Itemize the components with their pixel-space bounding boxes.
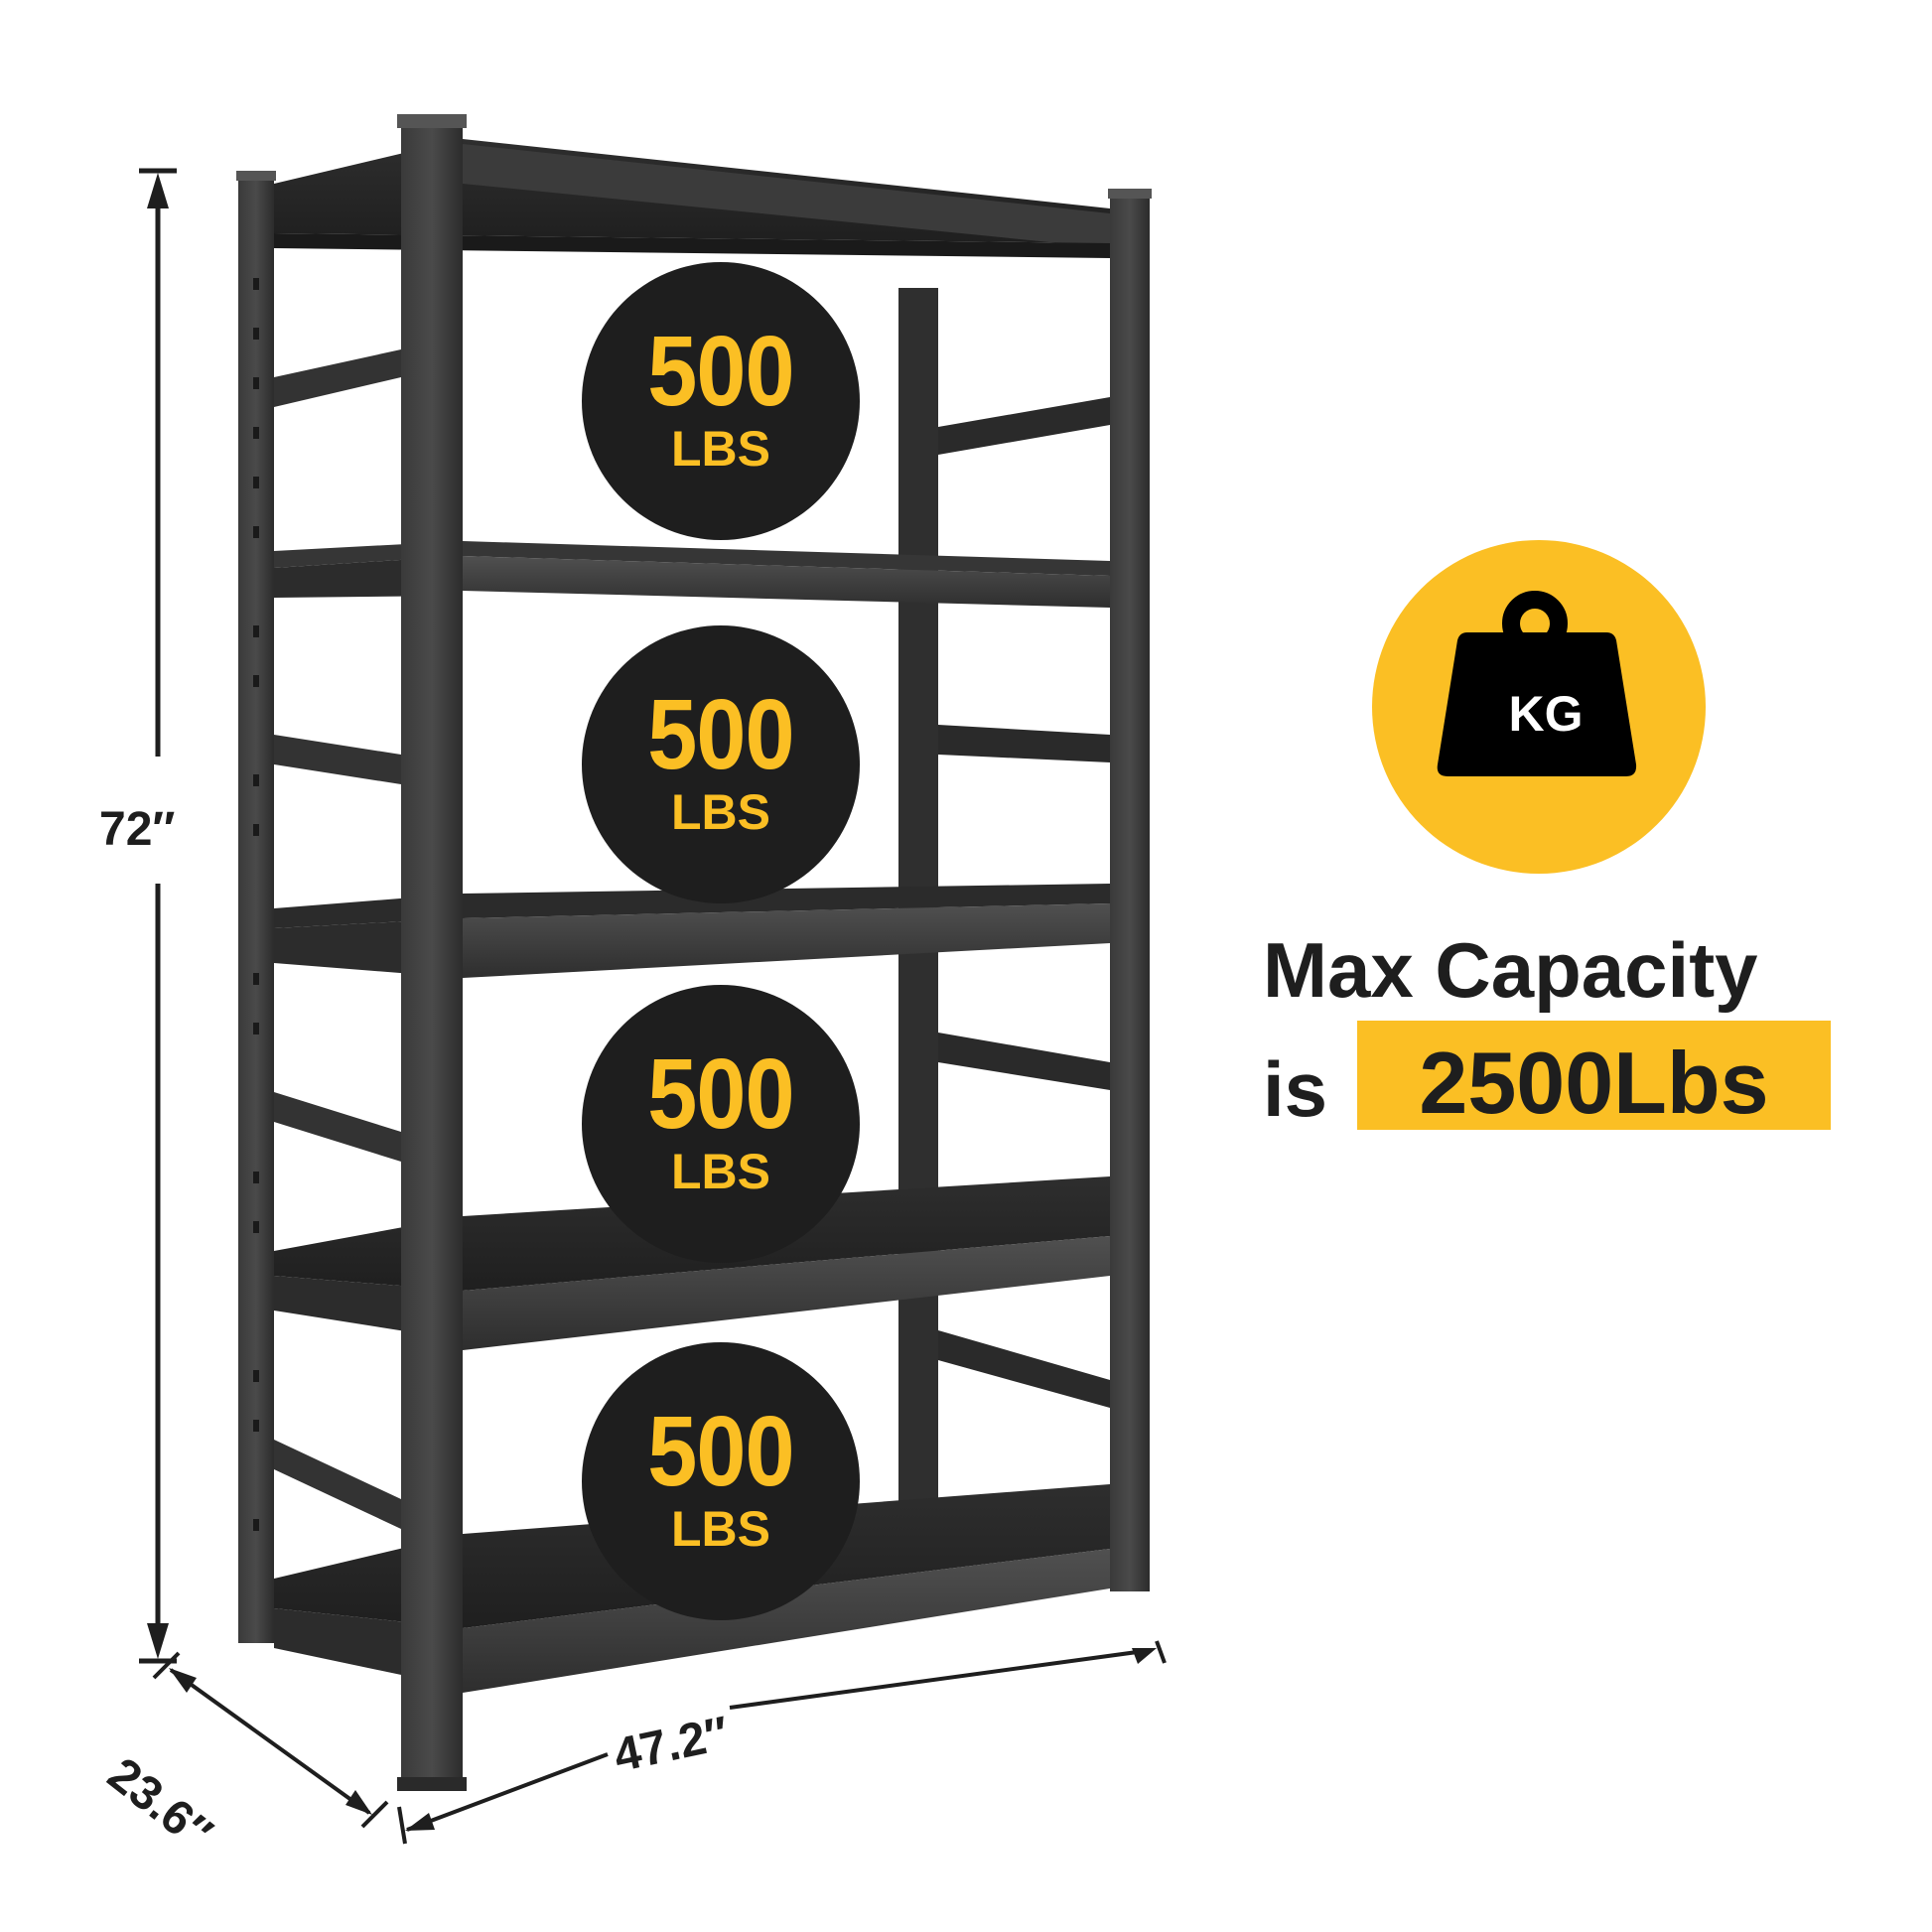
badge-value: 500 [647, 679, 794, 790]
max-capacity-prefix: is [1263, 1045, 1328, 1133]
max-capacity-value: 2500Lbs [1419, 1034, 1769, 1132]
shelf-capacity-badge: 500 LBS [582, 262, 860, 540]
badge-unit: LBS [671, 1144, 770, 1199]
badge-value: 500 [647, 316, 794, 427]
badge-unit: LBS [671, 784, 770, 840]
weight-icon-label: KG [1508, 686, 1584, 742]
height-label: 72″ [99, 803, 176, 856]
max-capacity-highlight [1357, 1021, 1831, 1130]
shelf-capacity-badge: 500 LBS [582, 1342, 860, 1620]
badge-unit: LBS [671, 1501, 770, 1557]
height-dimension-line [139, 168, 177, 1664]
shelf-capacity-badge: 500 LBS [582, 625, 860, 903]
badge-value: 500 [647, 1038, 794, 1150]
shelf-capacity-badge: 500 LBS [582, 985, 860, 1263]
badge-value: 500 [647, 1396, 794, 1507]
max-capacity-heading: Max Capacity [1263, 926, 1758, 1014]
badge-unit: LBS [671, 421, 770, 477]
